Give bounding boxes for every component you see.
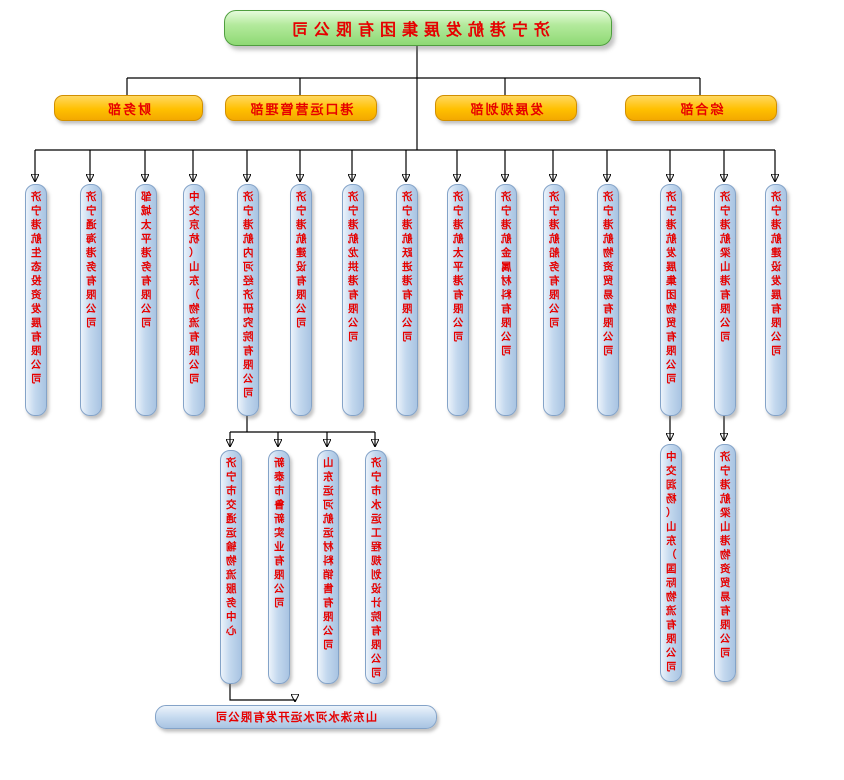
subsidiary-node-2: 济 宁 通 海 港 务 有 限 公 司 <box>80 184 102 416</box>
subsidiary-label: 济 宁 港 航 发 展 集 团 物 贸 有 限 公 司 <box>665 191 677 385</box>
bottom-node: 山东洙水河水运开发有限公司 <box>155 705 437 729</box>
org-root-node: 济宁港航发展集团有限公司 <box>224 10 612 46</box>
sub-subsidiary-label: 山 东 运 河 航 运 材 料 销 售 有 限 公 司 <box>322 457 334 651</box>
subsidiary-node-10: 济 宁 港 航 金 属 材 料 有 限 公 司 <box>495 184 517 416</box>
tree-spine-lines <box>35 44 775 433</box>
org-root-label: 济宁港航发展集团有限公司 <box>286 20 551 39</box>
subsidiary-node-1: 济 宁 港 航 生 态 投 资 发 展 有 限 公 司 <box>25 184 47 416</box>
subsidiary-label: 济 宁 港 航 太 平 港 有 限 公 司 <box>452 191 464 343</box>
subsidiary-label: 济 宁 港 航 跃 进 港 有 限 公 司 <box>401 191 413 343</box>
subsidiary-label: 济 宁 港 航 建 设 发 展 有 限 公 司 <box>770 191 782 357</box>
subsidiary-node-8: 济 宁 港 航 跃 进 港 有 限 公 司 <box>396 184 418 416</box>
subsidiary-node-6: 济 宁 港 航 建 设 有 限 公 司 <box>290 184 312 416</box>
subsidiary-node-14: 济 宁 港 航 梁 山 港 有 限 公 司 <box>714 184 736 416</box>
dept-node-development-planning: 发展规划部 <box>435 95 577 121</box>
subsidiary-label: 邹 城 太 平 港 务 有 限 公 司 <box>140 191 152 329</box>
sub-subsidiary-node-1: 济 宁 市 交 通 运 输 物 流 服 务 中 心 <box>220 450 242 684</box>
subsidiary-node-5: 济 宁 港 航 内 河 经 济 研 究 院 有 限 公 司 <box>237 184 259 416</box>
subsidiary-label: 济 宁 港 航 金 属 材 料 有 限 公 司 <box>500 191 512 357</box>
subsidiary-label: 济 宁 通 海 港 务 有 限 公 司 <box>85 191 97 329</box>
sub-subsidiary-label: 新 泰 市 鲁 新 实 业 有 限 公 司 <box>273 457 285 609</box>
sub-subsidiary-node-6: 济 宁 港 航 梁 山 港 物 资 贸 易 有 限 公 司 <box>714 444 736 682</box>
subsidiary-node-3: 邹 城 太 平 港 务 有 限 公 司 <box>135 184 157 416</box>
subsidiary-node-15: 济 宁 港 航 建 设 发 展 有 限 公 司 <box>765 184 787 416</box>
subsidiary-node-9: 济 宁 港 航 太 平 港 有 限 公 司 <box>447 184 469 416</box>
subsidiary-node-13: 济 宁 港 航 发 展 集 团 物 贸 有 限 公 司 <box>660 184 682 416</box>
sub-subsidiary-label: 济 宁 港 航 梁 山 港 物 资 贸 易 有 限 公 司 <box>719 451 731 659</box>
subsidiary-node-12: 济 宁 港 航 物 资 贸 易 有 限 公 司 <box>597 184 619 416</box>
dept-node-finance: 财务部 <box>54 95 203 121</box>
subsidiary-node-4: 中 交 京 杭 （ 山 东 ） 物 流 有 限 公 司 <box>183 184 205 416</box>
subsidiary-label: 济 宁 港 航 物 资 贸 易 有 限 公 司 <box>602 191 614 357</box>
dept-label: 财务部 <box>106 102 152 118</box>
dept-node-general-affairs: 综合部 <box>625 95 777 121</box>
sub-subsidiary-node-2: 新 泰 市 鲁 新 实 业 有 限 公 司 <box>268 450 290 684</box>
sub-subsidiary-label: 中 交 润 杨 （ 山 东 ） 国 际 物 流 有 限 公 司 <box>665 451 677 673</box>
sub-subsidiary-node-4: 济 宁 市 水 运 工 程 规 划 设 计 院 有 限 公 司 <box>365 450 387 684</box>
tree-arrow-lines <box>35 150 775 701</box>
dept-label: 发展规划部 <box>468 102 544 118</box>
subsidiary-label: 济 宁 港 航 龙 拱 港 有 限 公 司 <box>347 191 359 343</box>
subsidiary-label: 中 交 京 杭 （ 山 东 ） 物 流 有 限 公 司 <box>188 191 200 385</box>
subsidiary-node-11: 济 宁 港 航 船 务 有 限 公 司 <box>543 184 565 416</box>
dept-label: 综合部 <box>678 102 724 118</box>
subsidiary-label: 济 宁 港 航 生 态 投 资 发 展 有 限 公 司 <box>30 191 42 385</box>
sub-subsidiary-node-3: 山 东 运 河 航 运 材 料 销 售 有 限 公 司 <box>317 450 339 684</box>
bottom-node-label: 山东洙水河水运开发有限公司 <box>214 710 378 724</box>
subsidiary-label: 济 宁 港 航 船 务 有 限 公 司 <box>548 191 560 329</box>
dept-node-port-operations: 港口运营管理部 <box>225 95 377 121</box>
sub-subsidiary-label: 济 宁 市 水 运 工 程 规 划 设 计 院 有 限 公 司 <box>370 457 382 679</box>
subsidiary-label: 济 宁 港 航 建 设 有 限 公 司 <box>295 191 307 329</box>
subsidiary-label: 济 宁 港 航 内 河 经 济 研 究 院 有 限 公 司 <box>242 191 254 399</box>
dept-label: 港口运营管理部 <box>248 102 354 118</box>
sub-subsidiary-label: 济 宁 市 交 通 运 输 物 流 服 务 中 心 <box>225 457 237 637</box>
subsidiary-node-7: 济 宁 港 航 龙 拱 港 有 限 公 司 <box>342 184 364 416</box>
sub-subsidiary-node-5: 中 交 润 杨 （ 山 东 ） 国 际 物 流 有 限 公 司 <box>660 444 682 682</box>
subsidiary-label: 济 宁 港 航 梁 山 港 有 限 公 司 <box>719 191 731 343</box>
